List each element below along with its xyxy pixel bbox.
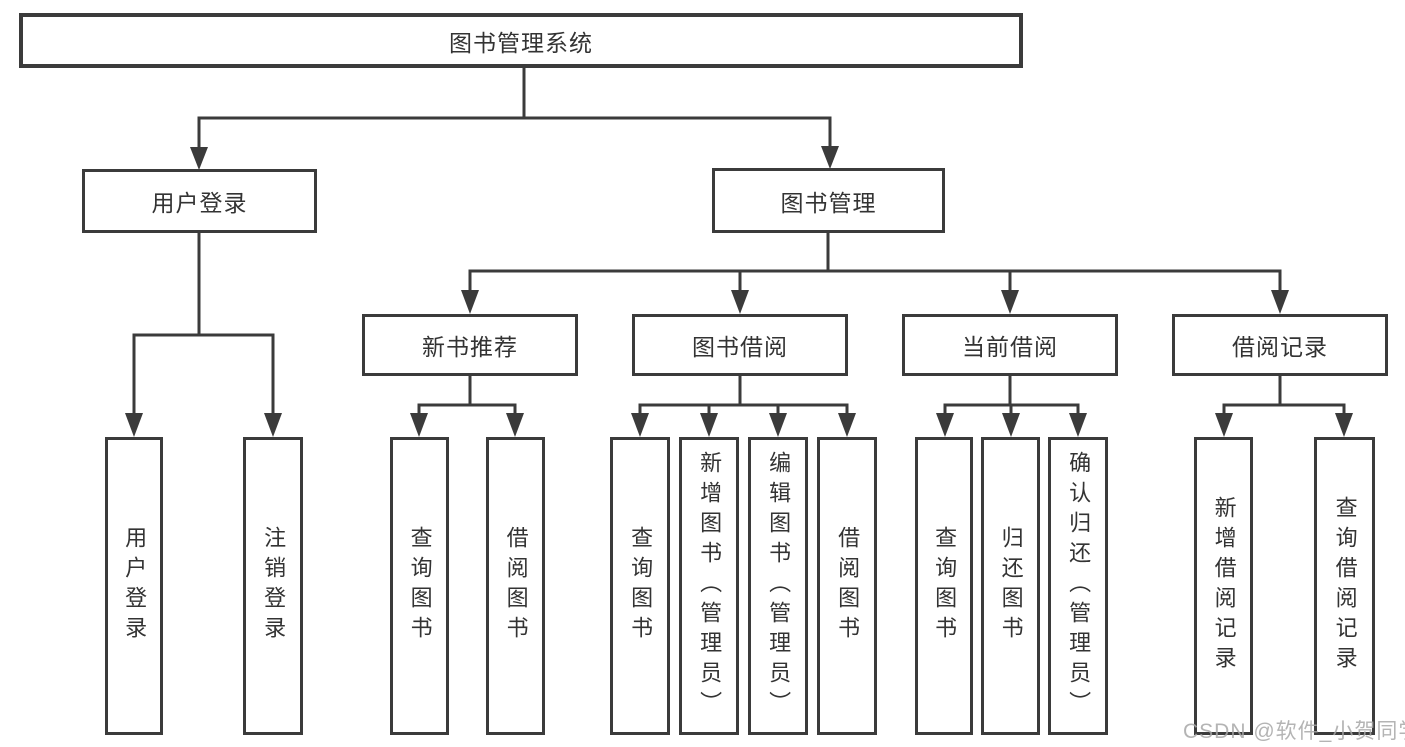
node-user-login: 用户登录 — [82, 169, 317, 233]
leaf-user-login: 用户登录 — [105, 437, 163, 735]
connector-borrow-records-to-leaves — [1222, 374, 1346, 421]
leaf-borrow-query-books: 查询图书 — [610, 437, 670, 735]
leaf-logout: 注销登录 — [243, 437, 303, 735]
leaf-borrow-borrow-books: 借阅图书 — [817, 437, 877, 735]
node-label: 查询图书 — [932, 526, 958, 646]
connector-new-book-to-leaves — [417, 374, 517, 421]
connector-root-to-level2 — [197, 66, 832, 154]
arrowheads — [125, 146, 1353, 437]
node-new-book-recommendation: 新书推荐 — [362, 314, 578, 376]
node-label: 借阅图书 — [503, 526, 529, 646]
leaf-current-query-books: 查询图书 — [915, 437, 973, 735]
leaf-newbook-query-books: 查询图书 — [390, 437, 449, 735]
leaf-current-return-books: 归还图书 — [981, 437, 1040, 735]
node-borrowing-records: 借阅记录 — [1172, 314, 1388, 376]
node-root-library-system: 图书管理系统 — [19, 13, 1023, 68]
connector-book-management-to-level3 — [468, 231, 1282, 298]
leaf-newbook-borrow-books: 借阅图书 — [486, 437, 545, 735]
node-current-borrowing: 当前借阅 — [902, 314, 1118, 376]
leaf-records-query-record: 查询借阅记录 — [1314, 437, 1375, 735]
leaf-current-confirm-return-admin: 确认归还（管理员） — [1048, 437, 1108, 735]
node-label: 用户登录 — [122, 526, 148, 646]
connector-book-borrow-to-leaves — [638, 374, 849, 421]
node-label: 图书管理系统 — [449, 29, 593, 56]
leaf-records-add-record: 新增借阅记录 — [1194, 437, 1253, 735]
node-label: 图书管理 — [780, 189, 877, 216]
node-label: 查询图书 — [628, 526, 654, 646]
node-label: 新增借阅记录 — [1211, 496, 1237, 676]
node-label: 当前借阅 — [962, 334, 1058, 360]
node-label: 归还图书 — [998, 526, 1024, 646]
connector-user-login-to-leaves — [132, 231, 275, 421]
node-label: 查询借阅记录 — [1332, 496, 1358, 676]
node-label: 新书推荐 — [422, 334, 518, 360]
node-label: 用户登录 — [151, 190, 248, 216]
node-label: 新增图书（管理员） — [697, 451, 723, 721]
node-label: 借阅图书 — [835, 526, 861, 646]
node-book-management: 图书管理 — [712, 168, 945, 233]
node-label: 图书借阅 — [692, 334, 788, 360]
node-label: 注销登录 — [261, 526, 287, 646]
leaf-borrow-edit-books-admin: 编辑图书（管理员） — [748, 437, 808, 735]
connector-current-borrow-to-leaves — [943, 374, 1080, 421]
node-book-borrowing: 图书借阅 — [632, 314, 848, 376]
csdn-watermark: CSDN @软件_小贺同学 — [1183, 720, 1405, 743]
node-label: 查询图书 — [407, 526, 433, 646]
leaf-borrow-add-books-admin: 新增图书（管理员） — [679, 437, 739, 735]
node-label: 借阅记录 — [1232, 334, 1328, 360]
node-label: 编辑图书（管理员） — [766, 451, 792, 721]
node-label: 确认归还（管理员） — [1066, 451, 1092, 721]
